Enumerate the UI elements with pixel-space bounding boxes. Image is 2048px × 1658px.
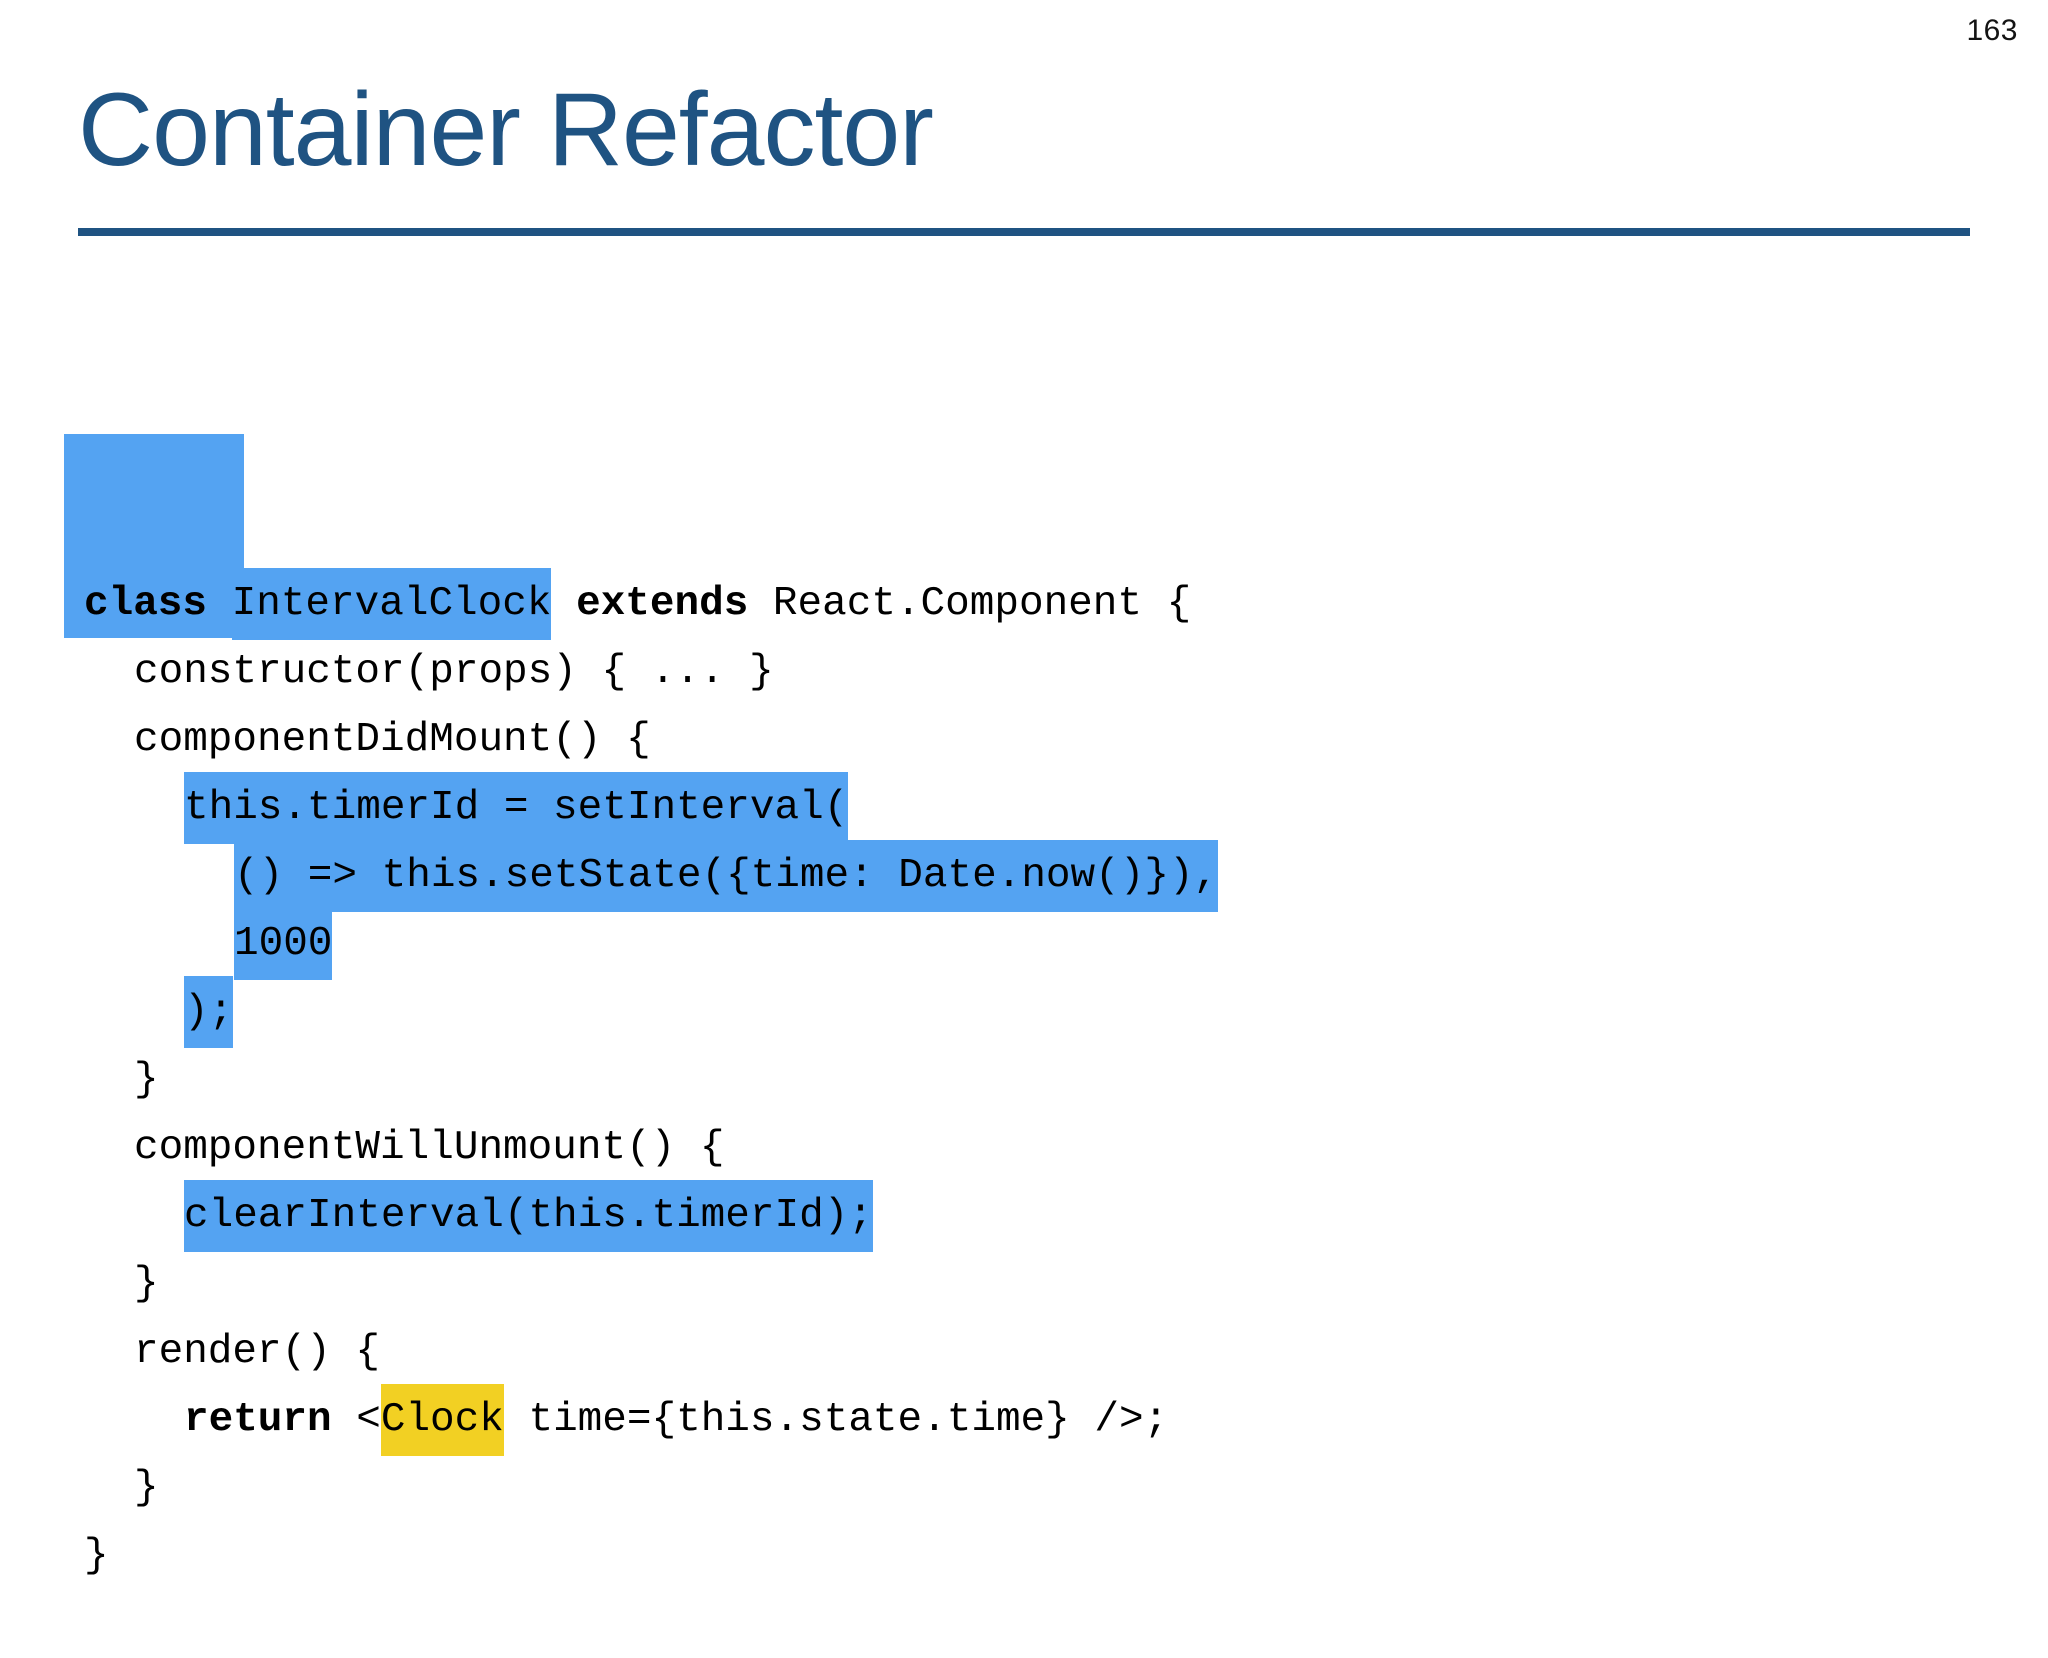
code-token-highlighted-blue: this.timerId = setInterval(	[184, 772, 849, 844]
code-line: () => this.setState({time: Date.now()}),	[84, 840, 1219, 912]
code-line: constructor(props) { ... }	[84, 638, 1218, 706]
code-token: React.Component {	[748, 581, 1192, 627]
code-token: constructor(props) { ... }	[134, 649, 774, 695]
code-line: render() {	[84, 1318, 1218, 1386]
code-line: }	[84, 1250, 1218, 1318]
code-token-highlighted-blue: 1000	[234, 908, 333, 980]
selection-highlight-layer	[64, 298, 244, 638]
code-token: componentWillUnmount() {	[134, 1125, 725, 1171]
code-token: time={this.state.time} />;	[503, 1397, 1169, 1443]
code-token: }	[134, 1057, 159, 1103]
code-line: 1000	[84, 908, 1218, 980]
code-token: }	[134, 1261, 159, 1307]
page-title: Container Refactor	[78, 72, 934, 188]
code-line: this.timerId = setInterval(	[84, 772, 1218, 844]
code-token-highlighted-blue: );	[184, 976, 234, 1048]
code-token: extends	[576, 581, 749, 627]
code-lines: class IntervalClock extends React.Compon…	[84, 568, 1219, 1590]
code-token: }	[84, 1533, 109, 1579]
code-token-highlighted-blue: clearInterval(this.timerId);	[184, 1180, 873, 1252]
selection-band-left-gutter	[64, 434, 244, 638]
code-block: class IntervalClock extends React.Compon…	[64, 298, 1219, 1658]
code-line: return <Clock time={this.state.time} />;	[84, 1384, 1218, 1456]
code-token-highlighted-blue: IntervalClock	[231, 568, 552, 640]
slide-page-number: 163	[1966, 14, 2018, 47]
code-token-highlighted-blue: () => this.setState({time: Date.now()}),	[234, 840, 1219, 912]
code-line: }	[84, 1522, 1218, 1590]
code-token: class	[84, 581, 232, 627]
code-token-highlighted-yellow: Clock	[380, 1384, 504, 1456]
code-token: }	[134, 1465, 159, 1511]
code-line: }	[84, 1454, 1218, 1522]
code-line: componentWillUnmount() {	[84, 1114, 1218, 1182]
code-line: componentDidMount() {	[84, 706, 1218, 774]
title-divider-rule	[78, 228, 1970, 236]
code-line: class IntervalClock extends React.Compon…	[84, 568, 1218, 640]
code-line: clearInterval(this.timerId);	[84, 1180, 1218, 1252]
code-token: <	[331, 1397, 381, 1443]
code-token: componentDidMount() {	[134, 717, 651, 763]
code-line: );	[84, 976, 1218, 1048]
code-token	[551, 581, 576, 627]
code-token: return	[184, 1397, 332, 1443]
code-line: }	[84, 1046, 1218, 1114]
code-token: render() {	[134, 1329, 381, 1375]
